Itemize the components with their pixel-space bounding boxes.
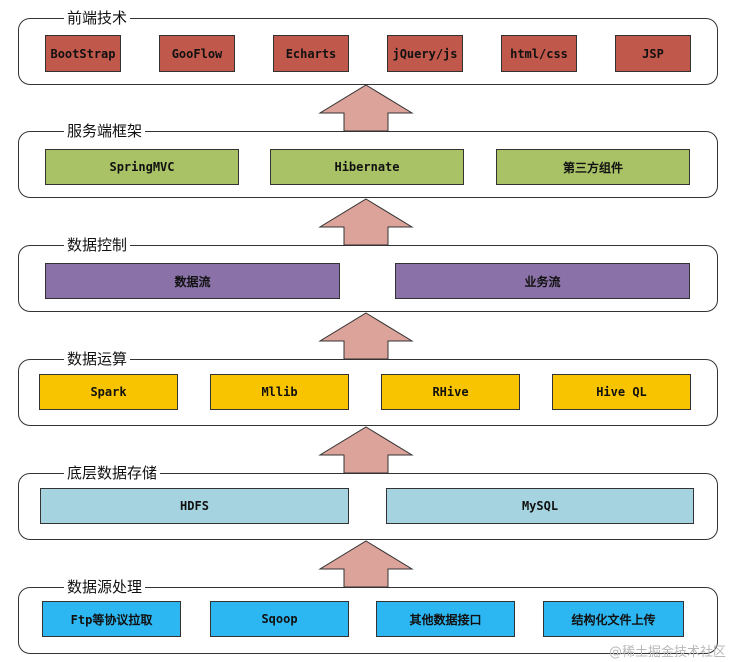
hibernate-box: Hibernate	[270, 149, 464, 185]
third-party-box: 第三方组件	[496, 149, 690, 185]
bootstrap-box: BootStrap	[45, 35, 121, 72]
hdfs-box: HDFS	[40, 488, 349, 524]
frontend-layer-title: 前端技术	[64, 9, 131, 27]
ftp-pull-box: Ftp等协议拉取	[42, 601, 181, 637]
mllib-box: Mllib	[210, 374, 349, 410]
source-layer-title: 数据源处理	[64, 578, 146, 596]
mysql-box: MySQL	[386, 488, 694, 524]
echarts-box: Echarts	[273, 35, 349, 72]
spark-box: Spark	[39, 374, 178, 410]
watermark: @稀土掘金技术社区	[608, 645, 726, 660]
frontend-layer	[18, 18, 718, 85]
server-layer-title: 服务端框架	[64, 122, 146, 140]
other-data-interface-box: 其他数据接口	[376, 601, 515, 637]
htmlcss-box: html/css	[501, 35, 577, 72]
data-flow-box: 数据流	[45, 263, 340, 299]
arrow-up-4	[318, 426, 414, 474]
jsp-box: JSP	[615, 35, 691, 72]
jquery-box: jQuery/js	[387, 35, 463, 72]
arrow-up-5	[318, 540, 414, 588]
storage-layer-title: 底层数据存储	[64, 464, 161, 482]
arrow-up-1	[318, 84, 414, 132]
structured-file-upload-box: 结构化文件上传	[543, 601, 684, 637]
rhive-box: RHive	[381, 374, 520, 410]
gooflow-box: GooFlow	[159, 35, 235, 72]
springmvc-box: SpringMVC	[45, 149, 239, 185]
sqoop-box: Sqoop	[210, 601, 349, 637]
business-flow-box: 业务流	[395, 263, 690, 299]
arrow-up-2	[318, 198, 414, 246]
compute-layer-title: 数据运算	[64, 350, 131, 368]
control-layer-title: 数据控制	[64, 236, 131, 254]
arrow-up-3	[318, 312, 414, 360]
hiveql-box: Hive QL	[552, 374, 691, 410]
